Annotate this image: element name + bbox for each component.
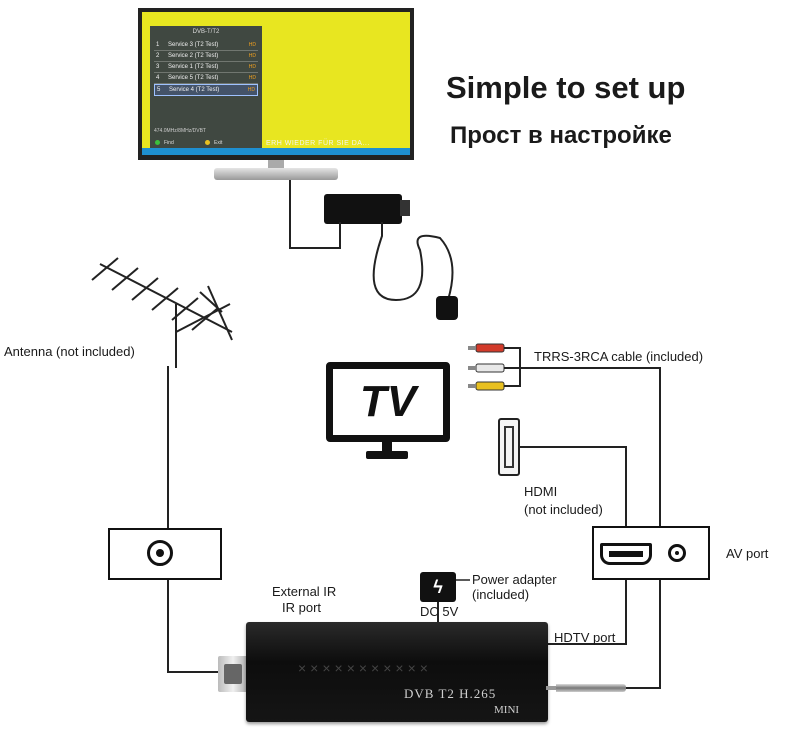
service-number: 1 <box>156 42 160 48</box>
ir-port-label: IR port <box>282 600 322 615</box>
hdmi-port-icon <box>600 543 652 565</box>
rf-cable <box>167 580 220 673</box>
headline-russian: Прост в настройке <box>450 122 672 149</box>
audio-jack-plug <box>556 684 626 692</box>
service-tag: HD <box>248 53 256 59</box>
service-name: Service 3 (T2 Test) <box>168 42 219 48</box>
ir-receiver-icon <box>436 296 458 320</box>
power-adapter-included-label: (included) <box>472 587 530 602</box>
tv-ticker: ERH WIEDER FÜR SIE DA... <box>266 140 370 147</box>
device-mini-label: MINI <box>494 704 520 716</box>
dvb-t2-receiver <box>246 622 548 722</box>
coax-socket-icon <box>147 540 173 566</box>
green-dot-icon <box>155 140 160 145</box>
tv-stand <box>214 168 338 180</box>
tv-neck <box>268 160 284 170</box>
service-tag: HD <box>248 42 256 48</box>
mini-receiver-stick <box>324 194 402 224</box>
external-ir-label: External IR <box>272 584 337 599</box>
service-row: 4 Service 5 (T2 Test) HD <box>154 73 258 84</box>
power-adapter-icon <box>420 572 456 602</box>
tv-info-bar <box>142 148 410 155</box>
yellow-dot-icon <box>205 140 210 145</box>
ir-cable <box>372 222 454 302</box>
power-adapter-label: Power adapter <box>472 572 557 587</box>
service-row: 3 Service 1 (T2 Test) HD <box>154 62 258 73</box>
mini-hdmi-plug <box>400 200 410 216</box>
device-model-label: DVB T2 H.265 <box>404 686 497 701</box>
service-row-selected: 5 Service 4 (T2 Test) HD <box>154 84 258 96</box>
service-tag: HD <box>247 87 255 93</box>
service-number: 4 <box>156 75 160 81</box>
service-row: 1 Service 3 (T2 Test) HD <box>154 40 258 51</box>
lightning-bolt-icon: ϟ <box>433 577 443 597</box>
device-pattern: ××××××××××× <box>298 660 432 676</box>
hdmi-cable <box>520 446 627 526</box>
service-row: 2 Service 2 (T2 Test) HD <box>154 51 258 62</box>
service-name: Service 5 (T2 Test) <box>168 75 219 81</box>
tv-icon-neck <box>382 442 392 452</box>
tv-icon-base <box>366 451 408 459</box>
rf-plug-inner <box>224 664 242 684</box>
jack-tip <box>546 686 558 690</box>
frequency-readout: 474.0MHz/8MHz/DVBT <box>154 128 206 134</box>
tv-icon <box>326 362 450 442</box>
exit-label: Exit <box>214 140 223 146</box>
hdmi-not-included-label: (not included) <box>524 502 603 517</box>
service-tag: HD <box>248 75 256 81</box>
service-name: Service 2 (T2 Test) <box>168 53 219 59</box>
service-list: 1 Service 3 (T2 Test) HD 2 Service 2 (T2 Te… <box>154 40 258 96</box>
menu-title: DVB-T/T2 <box>192 29 220 35</box>
top-hdmi-cable <box>289 180 341 249</box>
service-number: 2 <box>156 53 160 59</box>
find-label: Find <box>164 140 174 146</box>
service-number: 5 <box>157 87 161 93</box>
service-name: Service 1 (T2 Test) <box>168 64 219 70</box>
antenna-label: Antenna (not included) <box>4 344 135 359</box>
tv-icon-text: TV <box>359 377 417 426</box>
hdmi-label: HDMI <box>524 484 558 499</box>
hdtv-cable <box>548 580 627 645</box>
service-name: Service 4 (T2 Test) <box>169 87 220 93</box>
av-port-label: AV port <box>726 546 769 561</box>
hdtv-port-label: HDTV port <box>554 630 616 645</box>
antenna-wall-box <box>108 528 222 580</box>
headline-english: Simple to set up <box>446 70 686 105</box>
av-jack-icon <box>668 544 686 562</box>
service-tag: HD <box>248 64 256 70</box>
hdmi-connector-icon <box>498 418 520 476</box>
rca-cable-label: TRRS-3RCA cable (included) <box>534 349 704 364</box>
antenna-icon <box>91 257 233 368</box>
dc-voltage-label: DC 5V <box>420 604 459 619</box>
rca-plugs-icon <box>468 343 505 391</box>
service-number: 3 <box>156 64 160 70</box>
